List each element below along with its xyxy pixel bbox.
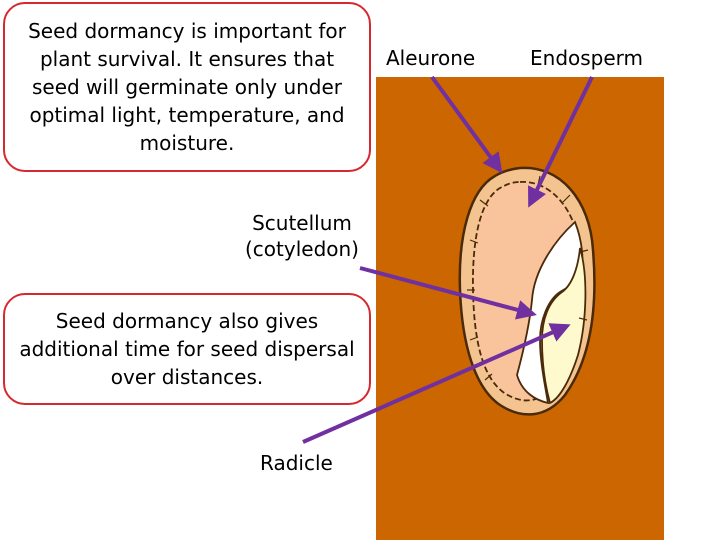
endosperm-arrow [528, 76, 594, 208]
radicle-arrow [302, 323, 571, 444]
dormancy-survival-callout: Seed dormancy is important for plant sur… [3, 2, 371, 172]
scutellum-label: Scutellum (cotyledon) [245, 210, 359, 262]
aleurone-arrow [430, 75, 503, 174]
radicle-label: Radicle [260, 451, 333, 475]
endosperm-label: Endosperm [530, 46, 644, 70]
scutellum-arrow [359, 266, 537, 320]
aleurone-label: Aleurone [386, 46, 476, 70]
scutellum-label-line1: Scutellum [252, 211, 352, 235]
dormancy-dispersal-callout: Seed dormancy also gives additional time… [3, 293, 371, 405]
scutellum-label-line2: (cotyledon) [245, 237, 359, 261]
dormancy-survival-text: Seed dormancy is important for plant sur… [28, 19, 346, 155]
dormancy-dispersal-text: Seed dormancy also gives additional time… [19, 309, 355, 389]
